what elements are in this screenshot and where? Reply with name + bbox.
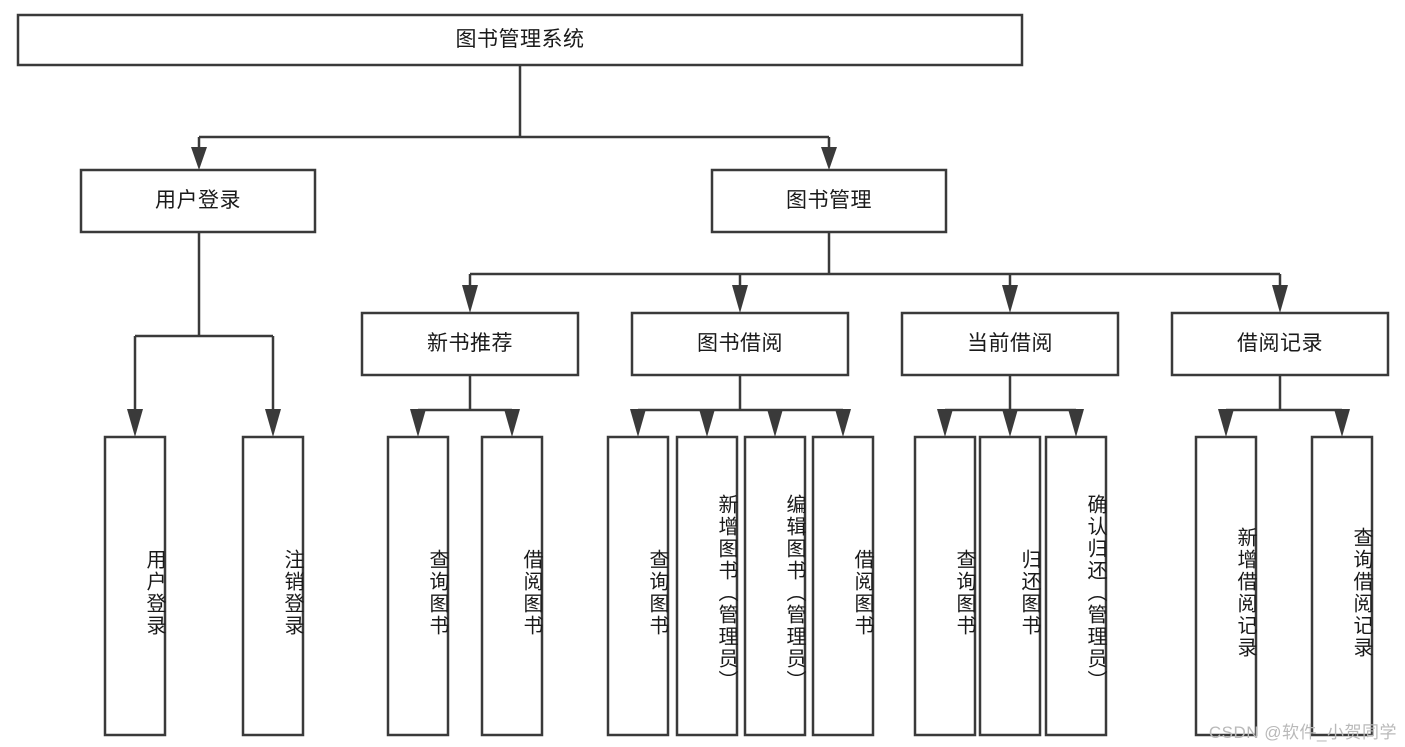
leaf-current-0[interactable]	[913, 435, 977, 737]
leaf-user-login-0[interactable]	[103, 435, 167, 737]
node-borrow-record[interactable]	[1170, 311, 1390, 377]
connector-group-current-borrow	[937, 375, 1084, 437]
connector-group-borrow	[630, 375, 851, 437]
leaf-borrow-1[interactable]	[675, 435, 739, 737]
connector-group-root	[191, 65, 837, 170]
leaf-borrow-3[interactable]	[811, 435, 875, 737]
connector-group-record	[1218, 375, 1350, 437]
leaf-user-login-1[interactable]	[241, 435, 305, 737]
connector-group-new-book	[410, 375, 520, 437]
node-user-login[interactable]	[79, 168, 317, 234]
node-new-book-recommend[interactable]	[360, 311, 580, 377]
connector-group-user-login	[127, 232, 281, 437]
leaf-borrow-2[interactable]	[743, 435, 807, 737]
node-book-manage[interactable]	[710, 168, 948, 234]
node-book-borrow[interactable]	[630, 311, 850, 377]
connector-group-book-manage	[462, 232, 1288, 313]
leaf-record-1[interactable]	[1310, 435, 1374, 737]
node-current-borrow[interactable]	[900, 311, 1120, 377]
leaf-current-2[interactable]	[1044, 435, 1108, 737]
csdn-watermark: CSDN @软件_小贺同学	[1208, 723, 1397, 742]
leaf-record-0[interactable]	[1194, 435, 1258, 737]
leaf-new-book-0[interactable]	[386, 435, 450, 737]
leaf-current-1[interactable]	[978, 435, 1042, 737]
leaf-borrow-0[interactable]	[606, 435, 670, 737]
leaf-new-book-1[interactable]	[480, 435, 544, 737]
node-root[interactable]	[16, 13, 1024, 67]
